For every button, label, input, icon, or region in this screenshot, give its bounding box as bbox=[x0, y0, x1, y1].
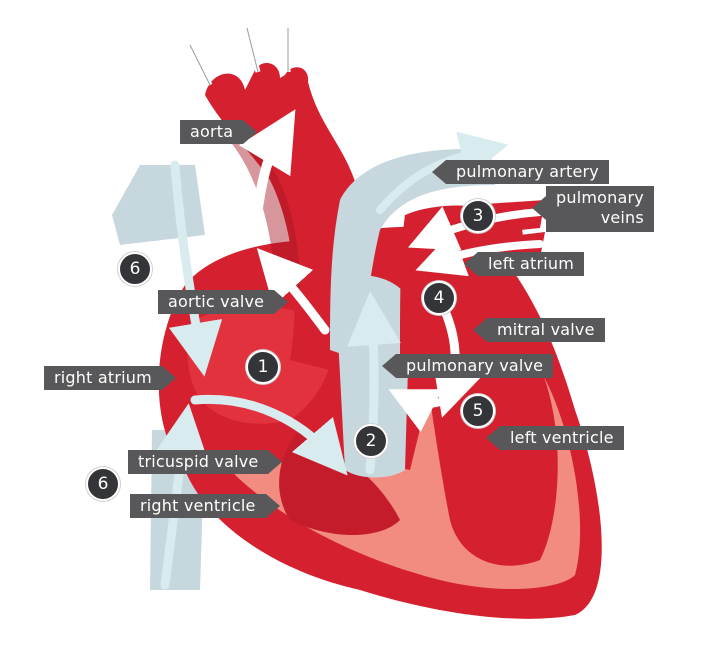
flow-arrow-tricuspid bbox=[190, 394, 348, 476]
step-3-badge: 3 bbox=[461, 199, 495, 233]
step-1-badge: 1 bbox=[246, 350, 280, 384]
step-5-badge: 5 bbox=[461, 394, 495, 428]
step-4-badge: 4 bbox=[422, 281, 456, 315]
label-mitral-valve: mitral valve bbox=[473, 318, 605, 342]
label-aorta: aorta bbox=[180, 120, 258, 144]
label-right-ventricle: right ventricle bbox=[130, 494, 279, 518]
superior-vena-cava bbox=[112, 165, 205, 245]
outflow-outline bbox=[189, 27, 289, 86]
label-left-ventricle: left ventricle bbox=[486, 426, 624, 450]
step-6-upper-badge: 6 bbox=[118, 252, 152, 286]
flow-arrow-pulm-artery-out bbox=[376, 131, 509, 214]
flow-arrow-lv-out bbox=[388, 389, 449, 433]
flow-arrow-right-atrium bbox=[168, 160, 223, 377]
label-aortic-valve: aortic valve bbox=[158, 290, 289, 314]
step-6-lower-badge: 6 bbox=[86, 467, 120, 501]
flow-arrow-aortic-valve bbox=[256, 248, 330, 335]
pulmonary-artery-vessel bbox=[330, 149, 495, 360]
label-right-atrium: right atrium bbox=[44, 366, 176, 390]
label-left-atrium: left atrium bbox=[463, 252, 585, 276]
flow-arrow-aorta bbox=[238, 109, 296, 235]
flow-arrow-vein-lower bbox=[415, 231, 544, 277]
label-pulmonary-artery: pulmonary artery bbox=[432, 160, 609, 184]
label-pulmonary-valve: pulmonary valve bbox=[381, 354, 554, 378]
label-pulmonary-veins: pulmonary veins bbox=[532, 186, 654, 232]
label-pulmonary-veins-line2: veins bbox=[600, 208, 644, 227]
label-tricuspid-valve: tricuspid valve bbox=[128, 450, 283, 474]
step-2-badge: 2 bbox=[354, 424, 388, 458]
label-pulmonary-veins-line1: pulmonary bbox=[556, 188, 644, 207]
